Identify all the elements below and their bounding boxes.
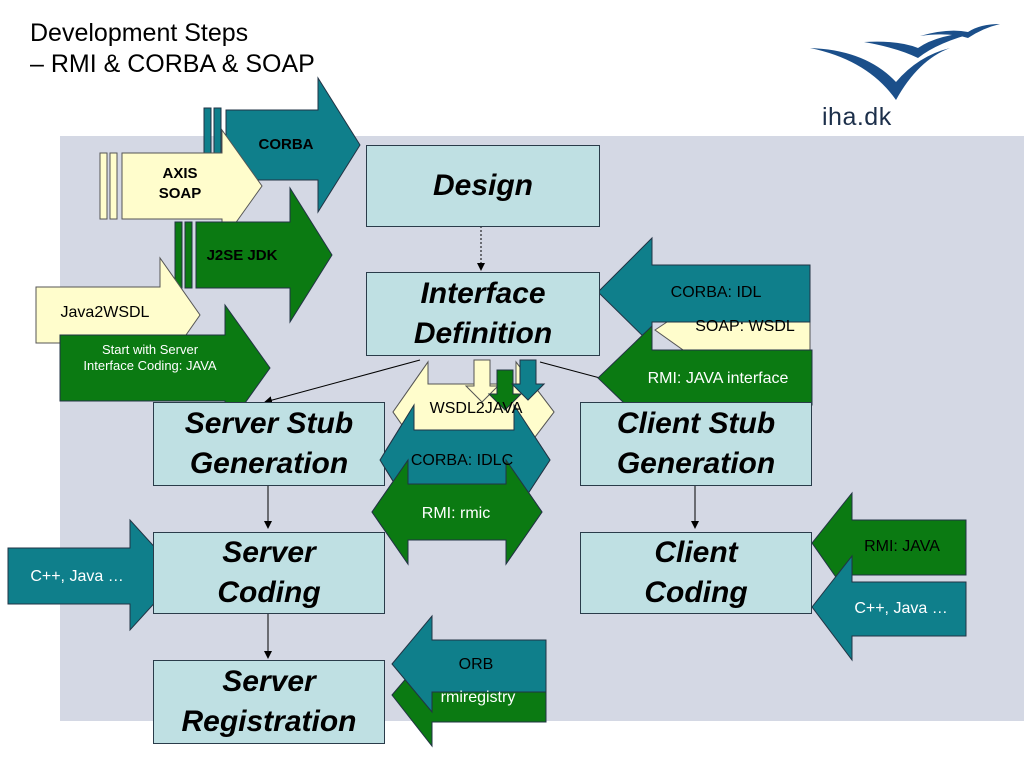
soap-wsdl-label: SOAP: WSDL: [695, 318, 795, 335]
server-stub-box: Server Stub Generation: [153, 402, 385, 486]
corba-idlc-label: CORBA: IDLC: [410, 452, 514, 469]
design-box: Design: [366, 145, 600, 227]
orb-arrow: [391, 614, 547, 714]
client-stub-box: Client Stub Generation: [580, 402, 812, 486]
interface-definition-box: Interface Definition: [366, 272, 600, 356]
axis-label: AXIS SOAP: [132, 164, 228, 204]
client-coding-box: Client Coding: [580, 532, 812, 614]
start-server-line-2: Interface Coding: JAVA: [83, 358, 217, 373]
server-stub-line-1: Server Stub: [184, 407, 354, 440]
title-line-1: Development Steps: [30, 19, 249, 47]
rmi-java-label: RMI: JAVA: [864, 538, 940, 555]
server-registration-box: Server Registration: [153, 660, 385, 744]
java2wsdl-label: Java2WSDL: [60, 304, 150, 321]
axis-line-2: SOAP: [158, 185, 202, 202]
corba-label: CORBA: [258, 136, 314, 153]
corba-idl-label: CORBA: IDL: [670, 284, 762, 301]
logo-text: iha.dk: [822, 103, 892, 131]
down-arrow-teal-front: [510, 359, 546, 401]
wsdl2java-label: WSDL2JAVA: [429, 400, 523, 417]
start-server-line-1: Start with Server: [101, 342, 199, 357]
client-coding-line-1: Client: [654, 536, 738, 569]
server-coding-line-1: Server: [222, 536, 316, 569]
j2se-label: J2SE JDK: [206, 247, 278, 264]
design-label: Design: [432, 169, 534, 202]
client-coding-line-2: Coding: [644, 576, 748, 609]
orb-label: ORB: [458, 656, 494, 673]
interface-line-2: Definition: [413, 317, 553, 350]
interface-line-1: Interface: [420, 277, 546, 310]
rmi-java-interface-label: RMI: JAVA interface: [647, 370, 789, 387]
server-reg-line-1: Server: [222, 665, 316, 698]
cpp-java-right-label: C++, Java …: [854, 600, 948, 617]
cpp-java-left-label: C++, Java …: [30, 568, 124, 585]
server-coding-line-2: Coding: [217, 576, 321, 609]
server-stub-line-2: Generation: [189, 447, 349, 480]
down-arrow-green-front: [487, 369, 523, 411]
slide-title: Development Steps – RMI & CORBA & SOAP: [30, 18, 315, 80]
rmi-rmic-arrow-front: [371, 458, 543, 566]
cpp-java-right-arrow: [811, 554, 967, 662]
connector-interface-server: [264, 359, 421, 405]
iha-logo-icon: [810, 24, 1000, 100]
start-server-arrow: [59, 303, 271, 433]
client-stub-line-1: Client Stub: [616, 407, 776, 440]
start-server-label: Start with Server Interface Coding: JAVA: [60, 342, 240, 374]
server-reg-line-2: Registration: [181, 705, 357, 738]
server-coding-box: Server Coding: [153, 532, 385, 614]
axis-line-1: AXIS: [162, 165, 198, 182]
rmiregistry-label: rmiregistry: [440, 689, 516, 706]
rmi-rmic-label: RMI: rmic: [421, 505, 491, 522]
client-stub-line-2: Generation: [616, 447, 776, 480]
title-line-2: – RMI & CORBA & SOAP: [30, 50, 315, 78]
axis-soap-arrow: [99, 128, 263, 244]
